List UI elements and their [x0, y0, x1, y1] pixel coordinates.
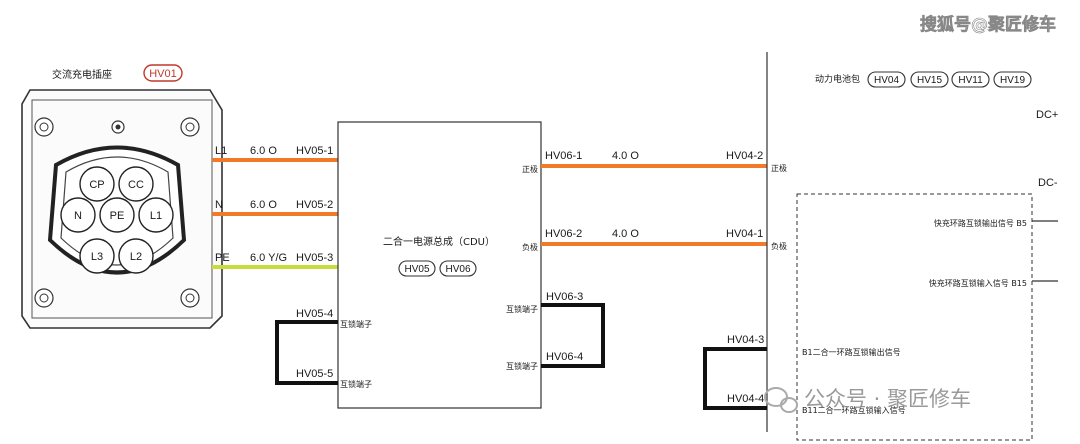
- svg-text:HV05-1: HV05-1: [296, 145, 333, 157]
- signal-b1: B1二合一环路互锁输出信号: [802, 347, 901, 357]
- cdu-left-interlock-loop: HV05-4 HV05-5: [275, 308, 338, 385]
- svg-text:PE: PE: [110, 210, 125, 222]
- cdu-box: [337, 121, 542, 409]
- cdu-pos-label: 正极: [522, 164, 538, 174]
- svg-text:HV05-3: HV05-3: [296, 252, 333, 264]
- signal-b5: 快充环路互锁输出信号 B5: [934, 218, 1027, 228]
- svg-text:HV06: HV06: [445, 264, 470, 275]
- battery-badge-hv04: HV04: [867, 71, 906, 88]
- svg-text:HV04: HV04: [874, 75, 899, 86]
- cdu-unit: 二合一电源总成（CDU） HV05 HV06 互锁端子 互锁端子 互锁端子 互锁…: [337, 121, 542, 409]
- wire-l1: L1 6.0 O HV05-1: [212, 145, 338, 162]
- inlet-title: 交流充电插座: [52, 68, 112, 81]
- svg-text:CP: CP: [89, 179, 104, 191]
- svg-text:HV01: HV01: [149, 68, 177, 80]
- svg-text:HV04-1: HV04-1: [726, 228, 763, 240]
- inlet-pin-l3: L3: [79, 238, 115, 274]
- right-wires: HV06-1 4.0 O HV04-2 正极 HV06-2 4.0 O HV04-1 负极: [541, 150, 787, 251]
- svg-text:正极: 正极: [771, 163, 787, 173]
- cdu-neg-label: 负极: [522, 242, 538, 252]
- inlet-badge: HV01: [143, 64, 183, 82]
- svg-text:L2: L2: [130, 251, 142, 263]
- battery-badge-hv19: HV19: [993, 71, 1032, 88]
- svg-text:N: N: [215, 199, 223, 211]
- watermark-bottom: 公众号 · 聚匠修车: [764, 387, 971, 413]
- cdu-right-interlock-loop: HV06-3 HV06-4: [541, 291, 605, 368]
- wire-pe: PE 6.0 Y/G HV05-3: [212, 252, 338, 269]
- hv-wire-1: HV06-1 4.0 O HV04-2 正极: [541, 150, 787, 173]
- vent-screw: [111, 120, 125, 134]
- svg-text:6.0 O: 6.0 O: [250, 145, 277, 157]
- svg-text:CC: CC: [128, 179, 144, 191]
- pin-hv04-3: HV04-3: [727, 334, 764, 346]
- inlet-pin-n: N: [60, 197, 96, 233]
- svg-text:HV11: HV11: [958, 75, 983, 86]
- cdu-badge-1: HV05: [398, 260, 436, 277]
- svg-text:L1: L1: [150, 210, 162, 222]
- wechat-icon: [764, 387, 798, 413]
- hv-wire-2: HV06-2 4.0 O HV04-1 负极: [541, 228, 787, 251]
- signal-b15: 快充环路互锁输入信号 B15: [929, 278, 1027, 288]
- battery-title: 动力电池包: [815, 73, 860, 85]
- inlet-pin-cc: CC: [118, 166, 154, 202]
- svg-text:HV19: HV19: [1000, 75, 1025, 86]
- fast-charge-module: [796, 193, 1033, 441]
- battery-pack: 动力电池包 HV04 HV15 HV11 HV19 DC+ DC- 快充环路互锁输出信…: [766, 52, 1058, 441]
- pin-hv05-5: HV05-5: [296, 368, 333, 380]
- dc-neg-label: DC-: [1038, 177, 1058, 189]
- mounting-screw-tr: [180, 117, 200, 137]
- cdu-right-interlock-top-label: 互锁端子: [506, 304, 538, 314]
- cdu-left-interlock-top-label: 互锁端子: [340, 319, 372, 329]
- pin-hv06-4: HV06-4: [546, 351, 583, 363]
- cdu-title: 二合一电源总成（CDU）: [383, 235, 495, 248]
- svg-text:6.0 Y/G: 6.0 Y/G: [250, 252, 287, 264]
- dc-pos-label: DC+: [1036, 109, 1058, 121]
- left-wires: L1 6.0 O HV05-1N 6.0 O HV05-2PE 6.0 Y/G HV05-3: [212, 145, 338, 269]
- pin-hv04-4: HV04-4: [727, 393, 764, 405]
- pin-hv06-3: HV06-3: [546, 291, 583, 303]
- svg-text:PE: PE: [215, 252, 230, 264]
- svg-text:L1: L1: [215, 145, 227, 157]
- cdu-badge-2: HV06: [439, 260, 477, 277]
- inlet-pin-cp: CP: [79, 166, 115, 202]
- inlet-pin-l1: L1: [138, 197, 174, 233]
- svg-text:HV04-2: HV04-2: [726, 150, 763, 162]
- wire-n: N 6.0 O HV05-2: [212, 199, 338, 216]
- battery-badge-hv15: HV15: [910, 71, 949, 88]
- svg-text:负极: 负极: [771, 241, 787, 251]
- watermark-top: 搜狐号@聚匠修车: [920, 14, 1056, 35]
- svg-text:HV06-1: HV06-1: [545, 150, 582, 162]
- svg-text:HV15: HV15: [917, 75, 942, 86]
- inlet-face: [31, 99, 213, 319]
- battery-interlock-loop: HV04-3 HV04-4: [703, 334, 767, 410]
- battery-badges: HV04 HV15 HV11 HV19: [867, 71, 1032, 88]
- svg-text:6.0 O: 6.0 O: [250, 199, 277, 211]
- signal-b11: B11二合一环路互锁输入信号: [802, 405, 906, 415]
- svg-text:L3: L3: [91, 251, 103, 263]
- inlet-pin-l2: L2: [118, 238, 154, 274]
- mounting-screw-bl: [34, 288, 54, 308]
- svg-text:4.0 O: 4.0 O: [612, 150, 639, 162]
- svg-text:公众号 · 聚匠修车: 公众号 · 聚匠修车: [804, 387, 971, 411]
- svg-text:HV06-2: HV06-2: [545, 228, 582, 240]
- pin-hv05-4: HV05-4: [296, 308, 333, 320]
- cdu-right-interlock-bottom-label: 互锁端子: [506, 361, 538, 371]
- mounting-screw-br: [180, 288, 200, 308]
- svg-text:4.0 O: 4.0 O: [612, 228, 639, 240]
- svg-text:N: N: [74, 210, 82, 222]
- battery-badge-hv11: HV11: [951, 71, 990, 88]
- inlet-pin-pe: PE: [99, 197, 135, 233]
- cdu-left-interlock-bottom-label: 互锁端子: [340, 379, 372, 389]
- svg-text:HV05-2: HV05-2: [296, 199, 333, 211]
- mounting-screw-tl: [34, 117, 54, 137]
- svg-text:HV05: HV05: [404, 264, 429, 275]
